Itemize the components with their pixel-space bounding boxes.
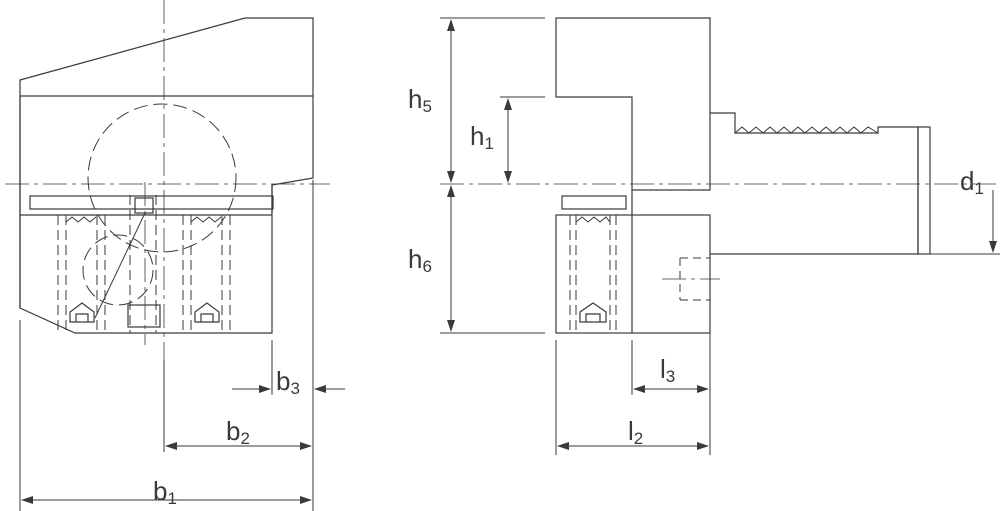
screw-head-left bbox=[69, 302, 95, 323]
dim-label-h5: h5 bbox=[408, 84, 432, 116]
shank-end-face bbox=[917, 126, 931, 255]
clamp-plate-side bbox=[561, 195, 627, 210]
clamp-plate bbox=[29, 195, 274, 210]
wedge-foot bbox=[127, 304, 161, 328]
dim-label-h6: h6 bbox=[408, 244, 432, 276]
dim-label-b2: b2 bbox=[226, 416, 250, 448]
hidden-bore-large bbox=[87, 103, 237, 253]
screw-teeth-left bbox=[65, 216, 97, 223]
screw-teeth-right bbox=[190, 216, 222, 223]
screw-head-side bbox=[579, 302, 607, 323]
side-view-lower-block bbox=[555, 214, 711, 334]
screw-teeth-side bbox=[575, 216, 611, 223]
dim-label-l3: l3 bbox=[660, 354, 675, 386]
side-view-upper-outline bbox=[555, 17, 711, 191]
front-view-outline bbox=[19, 17, 314, 334]
screw-head-right bbox=[194, 302, 220, 323]
front-view bbox=[19, 17, 314, 334]
dim-label-h1: h1 bbox=[470, 121, 494, 153]
shank-serration bbox=[734, 126, 879, 134]
side-view bbox=[555, 17, 931, 334]
wedge-block bbox=[134, 197, 154, 214]
dim-label-l2: l2 bbox=[628, 416, 643, 448]
dim-label-b1: b1 bbox=[153, 476, 177, 508]
shank-outline bbox=[710, 112, 919, 255]
hidden-bore-small bbox=[82, 234, 154, 306]
dim-label-b3: b3 bbox=[276, 366, 300, 398]
dim-label-d1: d1 bbox=[960, 166, 984, 198]
